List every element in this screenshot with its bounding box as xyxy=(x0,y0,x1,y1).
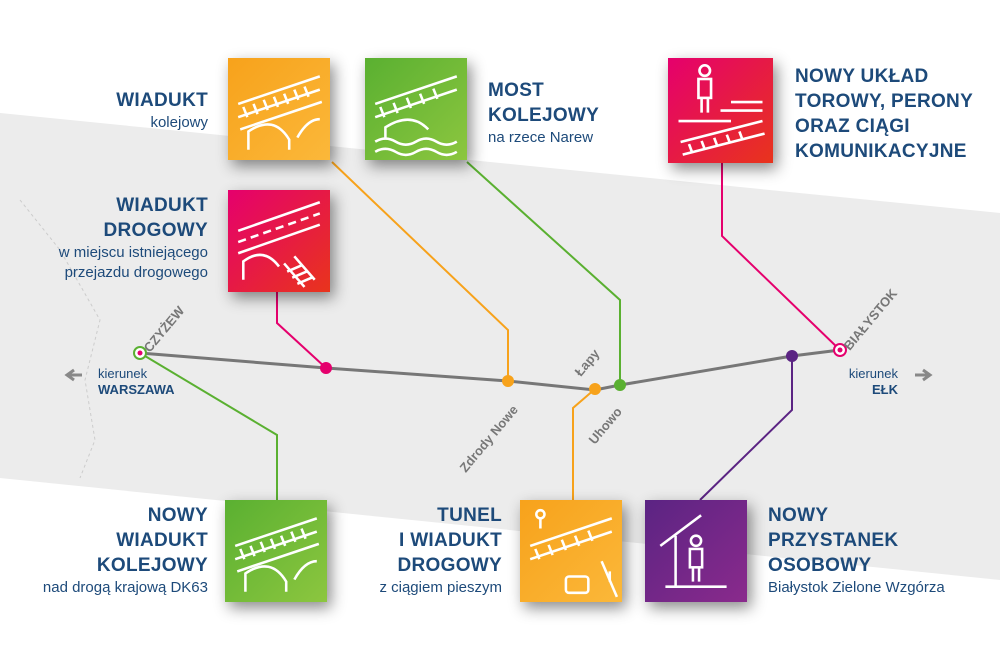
icon-box-uklad-torowy xyxy=(668,58,773,163)
icon-box-tunel xyxy=(520,500,622,602)
icon-box-przystanek xyxy=(645,500,747,602)
road-viaduct-icon xyxy=(237,201,321,288)
connector-uklad-torowy xyxy=(721,163,841,351)
railway-viaduct-icon xyxy=(237,75,323,150)
border-line xyxy=(19,199,101,479)
point-wiadukt-drogowy xyxy=(320,362,332,374)
point-uhowo xyxy=(614,379,626,391)
icon-box-nowy-wiadukt xyxy=(225,500,327,602)
connector-przystanek xyxy=(699,356,793,501)
connector-wiadukt-drogowy xyxy=(276,292,327,369)
point-przystanek xyxy=(786,350,798,362)
point-zdrody xyxy=(502,375,514,387)
arrow-left-icon xyxy=(64,368,82,382)
platform-person-icon xyxy=(678,64,765,156)
railway-viaduct-icon xyxy=(234,517,320,592)
icon-box-most xyxy=(365,58,467,160)
bus-stop-person-icon xyxy=(659,514,727,588)
tunnel-car-pedestrian-icon xyxy=(529,508,619,598)
arrow-right-icon xyxy=(915,368,933,382)
connector-nowy-wiadukt xyxy=(139,352,278,500)
connector-most xyxy=(466,161,621,385)
river-bridge-icon xyxy=(374,75,458,157)
connector-wiadukt-kolejowy xyxy=(331,161,509,381)
point-lapy xyxy=(589,383,601,395)
icon-box-wiadukt-kolejowy xyxy=(228,58,330,160)
connector-tunel xyxy=(572,388,596,500)
icon-box-wiadukt-drogowy xyxy=(228,190,330,292)
